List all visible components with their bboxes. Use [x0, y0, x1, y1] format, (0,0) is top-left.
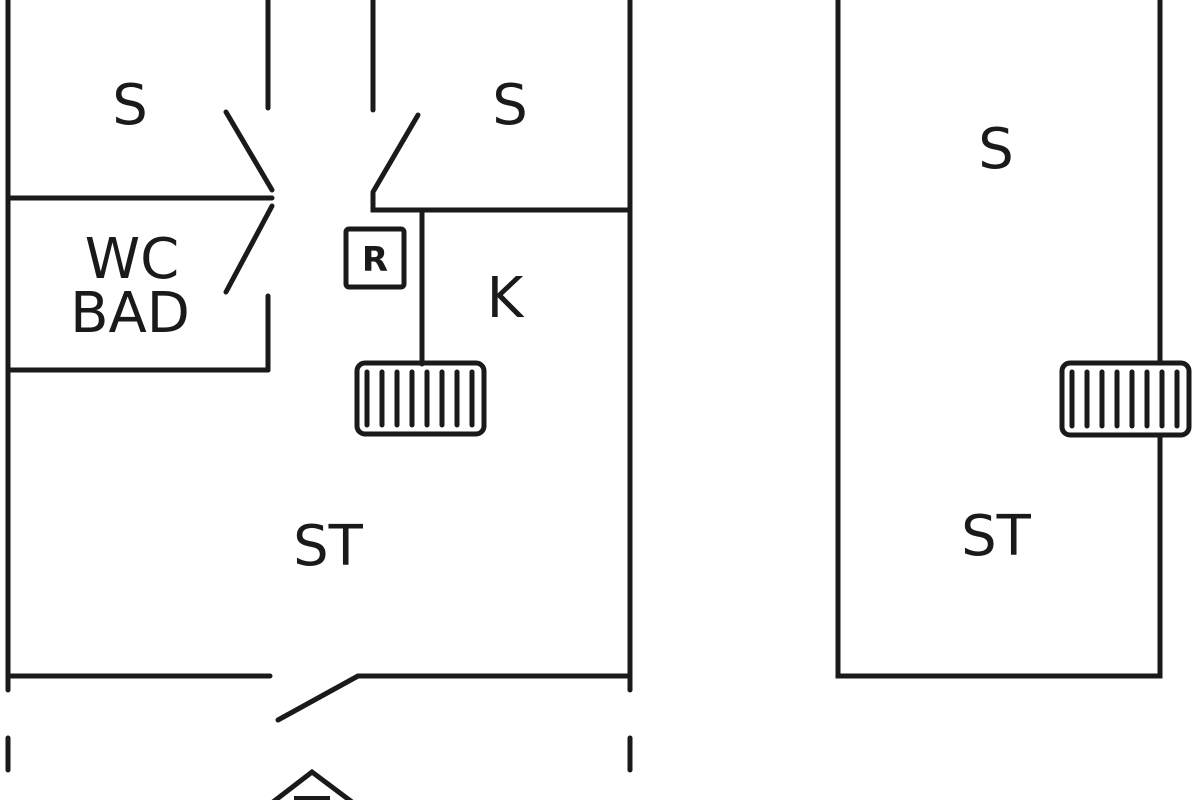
entrance-door	[275, 673, 361, 723]
wall	[370, 191, 633, 213]
room-label-living: ST	[961, 504, 1032, 569]
room-label-bedroom: S	[978, 117, 1014, 182]
room-label-wc: WC	[85, 227, 179, 292]
door-bedroom-right	[370, 112, 421, 195]
riser-label: R	[362, 240, 388, 280]
unit-walls	[835, 0, 1163, 679]
radiator-icon	[1059, 360, 1192, 438]
room-label-bedroom-right: S	[492, 73, 528, 138]
room-label-bath: BAD	[70, 281, 190, 346]
entrance-marker	[294, 796, 330, 800]
riser-box	[343, 226, 407, 290]
room-label-bedroom-left: S	[112, 73, 148, 138]
room-label-kitchen: K	[487, 266, 525, 331]
door-bedroom-left	[223, 109, 275, 193]
right-unit: S ST	[835, 0, 1192, 679]
left-unit: S S WC BAD K ST R	[5, 0, 633, 800]
radiator-icon	[354, 360, 487, 437]
door-wc	[223, 203, 275, 295]
entrance-arrow-icon	[271, 768, 354, 800]
room-label-living: ST	[293, 514, 364, 579]
